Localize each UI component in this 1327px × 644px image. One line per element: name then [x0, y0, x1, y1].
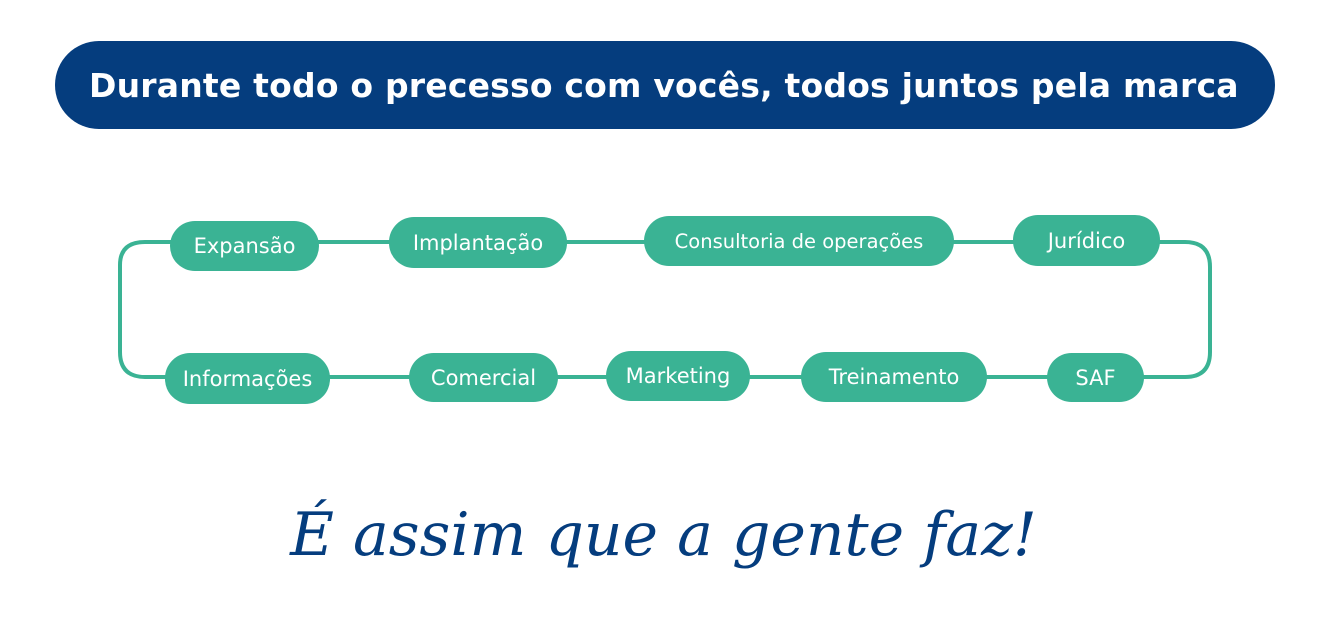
- flow-node-consultoria: Consultoria de operações: [644, 216, 954, 266]
- flow-node-implantacao: Implantação: [389, 217, 567, 268]
- flow-node-juridico: Jurídico: [1013, 215, 1160, 266]
- flow-node-marketing: Marketing: [606, 351, 750, 401]
- title-banner: Durante todo o precesso com vocês, todos…: [55, 41, 1275, 129]
- flow-node-expansao: Expansão: [170, 221, 319, 271]
- flow-node-comercial: Comercial: [409, 353, 558, 402]
- page-title: Durante todo o precesso com vocês, todos…: [89, 65, 1239, 105]
- flow-node-saf: SAF: [1047, 353, 1144, 402]
- tagline: É assim que a gente faz!: [290, 500, 1037, 570]
- flow-connector-path: [118, 240, 1212, 379]
- flow-node-informacoes: Informações: [165, 353, 330, 404]
- flow-node-treinamento: Treinamento: [801, 352, 987, 402]
